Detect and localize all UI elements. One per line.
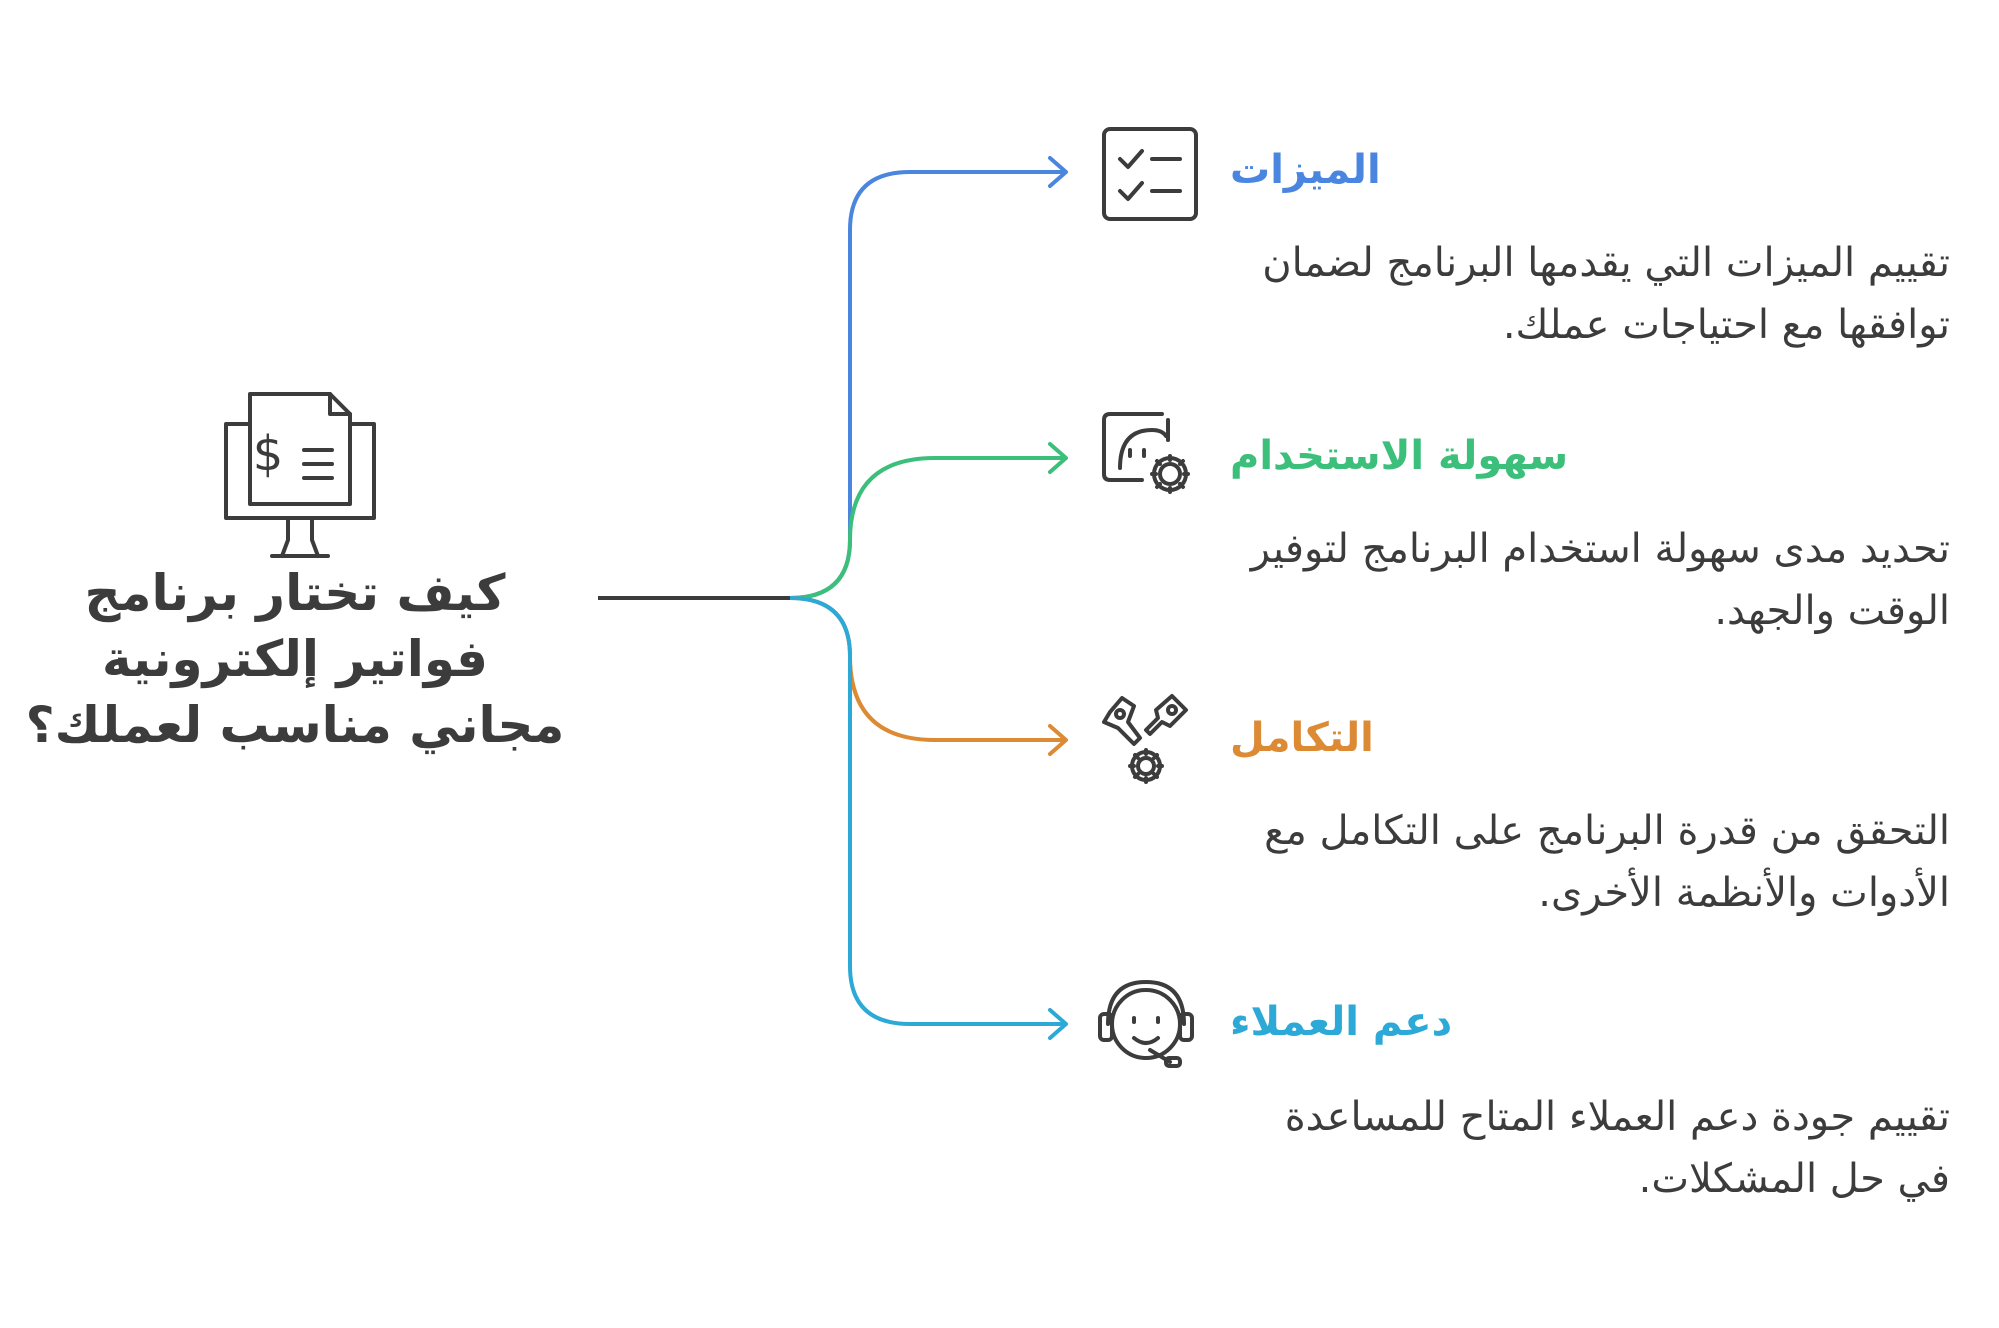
face-gear-icon [1090,400,1210,520]
connector-integration [789,596,1065,742]
arrowhead-support [1048,1008,1068,1040]
arrowhead-integration [1048,724,1068,756]
connector-usability [789,456,1065,600]
branch-desc-features: تقييم الميزات التي يقدمها البرنامج لضمان… [1262,240,1950,348]
connector-support [789,596,1065,1026]
invoice-monitor-icon: $ [224,392,376,558]
center-title: كيف تختار برنامج فواتير إلكترونية مجاني … [25,564,565,754]
branch-title-integration: التكامل [1230,715,1374,761]
tools-gear-icon [1090,682,1210,802]
svg-text:$: $ [253,426,284,482]
headset-icon [1090,966,1210,1086]
branch-desc-integration: التحقق من قدرة البرنامج على التكامل مع ا… [1264,808,1950,916]
checklist-icon [1090,117,1210,237]
branch-desc-support: تقييم جودة دعم العملاء المتاح للمساعدة ف… [1284,1094,1950,1202]
branch-desc-usability: تحديد مدى سهولة استخدام البرنامج لتوفير … [1250,526,1950,634]
arrowhead-features [1048,156,1068,188]
arrowhead-usability [1048,442,1068,474]
branch-title-features: الميزات [1230,147,1381,193]
branch-title-support: دعم العملاء [1230,999,1453,1045]
connector-features [789,170,1065,600]
branch-title-usability: سهولة الاستخدام [1230,433,1569,479]
